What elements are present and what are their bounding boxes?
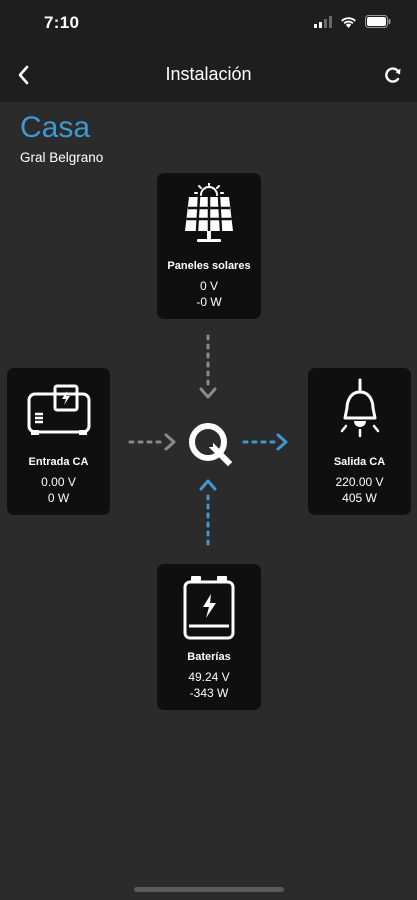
ac-input-title: Entrada CA bbox=[28, 456, 89, 468]
ac-input-flow-arrow bbox=[128, 433, 176, 451]
status-time: 7:10 bbox=[44, 13, 80, 32]
batteries-card[interactable]: Baterías 49.24 V -343 W bbox=[157, 564, 261, 710]
site-name: Casa bbox=[20, 111, 91, 144]
battery-status-icon bbox=[365, 15, 391, 28]
solar-panels-title: Paneles solares bbox=[167, 260, 251, 272]
ac-output-title: Salida CA bbox=[333, 456, 386, 468]
ac-output-flow-arrow bbox=[242, 433, 288, 451]
wifi-icon bbox=[341, 16, 356, 28]
chevron-left-icon bbox=[18, 65, 29, 85]
ac-output-voltage: 220.00 V bbox=[335, 475, 384, 489]
status-icons bbox=[314, 15, 391, 28]
refresh-icon bbox=[385, 67, 401, 83]
back-button[interactable] bbox=[12, 62, 36, 88]
ac-input-voltage: 0.00 V bbox=[41, 475, 76, 489]
batteries-power: -343 W bbox=[189, 686, 229, 700]
lamp-icon bbox=[340, 378, 379, 438]
batteries-title: Baterías bbox=[187, 651, 231, 663]
home-indicator[interactable] bbox=[134, 887, 284, 892]
inverter-logo-icon bbox=[189, 423, 233, 467]
solar-panels-power: -0 W bbox=[196, 295, 222, 309]
site-location: Gral Belgrano bbox=[20, 150, 104, 165]
ac-output-card[interactable]: Salida CA 220.00 V 405 W bbox=[308, 368, 411, 515]
battery-flow-arrow bbox=[199, 479, 217, 550]
solar-panels-voltage: 0 V bbox=[199, 279, 218, 293]
status-bar: 7:10 bbox=[0, 0, 417, 48]
battery-icon bbox=[183, 576, 235, 640]
ac-input-power: 0 W bbox=[47, 491, 70, 505]
cellular-signal-icon bbox=[314, 15, 332, 28]
ac-input-card[interactable]: Entrada CA 0.00 V 0 W bbox=[7, 368, 110, 515]
solar-flow-arrow bbox=[199, 334, 217, 399]
generator-icon bbox=[27, 384, 90, 435]
batteries-voltage: 49.24 V bbox=[188, 670, 230, 684]
refresh-button[interactable] bbox=[381, 62, 405, 88]
ac-output-power: 405 W bbox=[342, 491, 377, 505]
solar-panel-icon bbox=[185, 183, 233, 242]
page-title: Instalación bbox=[165, 64, 252, 84]
solar-panels-card[interactable]: Paneles solares 0 V -0 W bbox=[157, 173, 261, 319]
nav-bar: Instalación bbox=[0, 48, 417, 102]
